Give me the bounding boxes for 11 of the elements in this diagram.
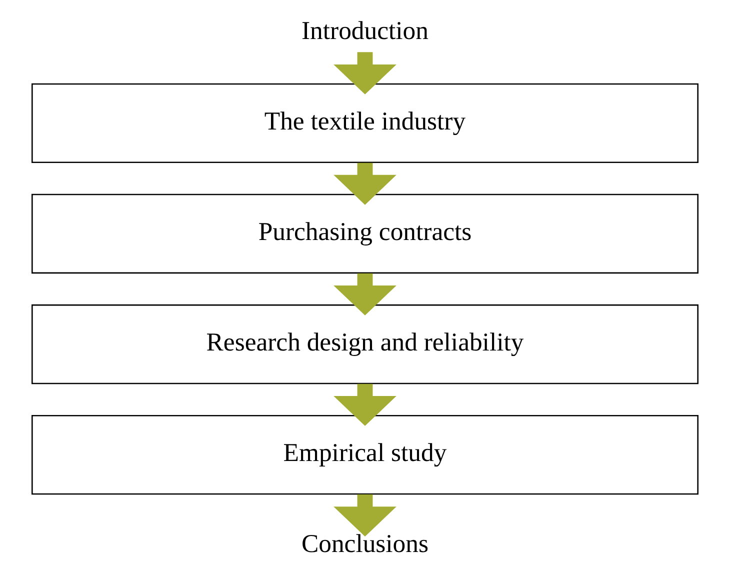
arrow: [334, 52, 396, 94]
node-text: Introduction: [302, 16, 428, 46]
node-box: Research design and reliability: [32, 304, 698, 384]
arrow: [334, 162, 396, 205]
node-text: Conclusions: [301, 528, 429, 558]
arrow: [334, 384, 396, 426]
node-box: Purchasing contracts: [32, 194, 698, 274]
node-box: The textile industry: [32, 83, 698, 164]
arrow: [334, 494, 396, 537]
arrow: [334, 273, 396, 316]
node-box: Empirical study: [32, 414, 698, 495]
